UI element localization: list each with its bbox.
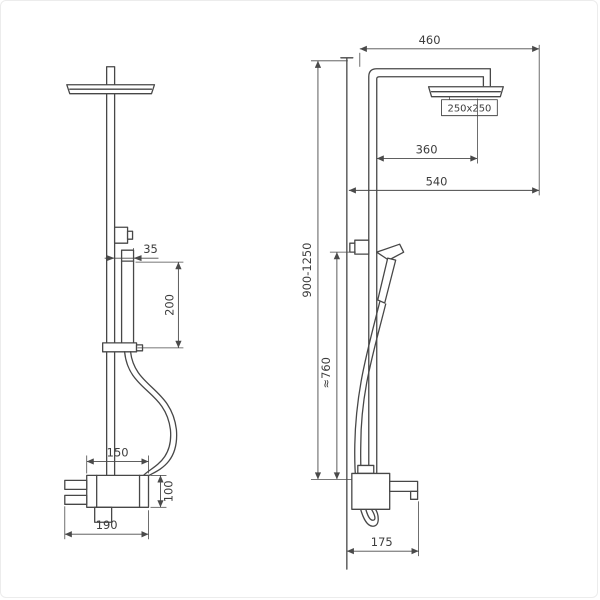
dim-label-360: 360 bbox=[416, 142, 438, 156]
dimension-arm-reach: 460 bbox=[359, 33, 540, 196]
dim-label-250x250: 250x250 bbox=[447, 104, 491, 115]
dim-label-150: 150 bbox=[107, 445, 129, 459]
dimension-mixer-height: 100 bbox=[150, 475, 175, 508]
dimension-handshower-height: ≈760 bbox=[319, 251, 356, 480]
dimension-handshower-offset: 35 bbox=[104, 242, 159, 264]
dimension-column-height: 900-1250 bbox=[300, 60, 352, 480]
dim-label-100: 100 bbox=[161, 480, 175, 502]
dimension-handshower-length: 200 bbox=[135, 261, 184, 349]
dimension-total-depth: 540 bbox=[348, 174, 540, 194]
dimension-head-size: 250x250 bbox=[441, 96, 498, 117]
wall-line bbox=[340, 57, 354, 570]
mixer-side bbox=[351, 464, 419, 510]
side-view: 460 250x250 360 540 900-1250 ≈760 bbox=[300, 33, 540, 570]
shower-head-front bbox=[66, 84, 156, 95]
dim-label-190: 190 bbox=[96, 518, 118, 532]
dimension-head-center-offset: 360 bbox=[376, 98, 478, 164]
dim-label-540: 540 bbox=[426, 174, 448, 188]
dimension-spout-reach: 175 bbox=[346, 501, 420, 557]
hand-shower-front bbox=[120, 249, 135, 353]
dim-label-175: 175 bbox=[371, 535, 393, 549]
dim-label-200: 200 bbox=[162, 294, 176, 316]
shower-head-side bbox=[427, 86, 504, 98]
dimension-mixer-total-width: 190 bbox=[64, 506, 149, 540]
mixer-front bbox=[64, 474, 150, 523]
dimension-mixer-width: 150 bbox=[86, 445, 149, 474]
front-view: 35 200 150 100 190 bbox=[64, 66, 184, 540]
dim-label-760: ≈760 bbox=[319, 357, 333, 388]
shower-hose-front bbox=[123, 351, 178, 478]
dim-label-35: 35 bbox=[143, 242, 158, 256]
shower-column-side bbox=[368, 68, 492, 479]
dim-label-900-1250: 900-1250 bbox=[300, 243, 314, 298]
shower-column-front bbox=[105, 66, 116, 479]
dim-label-460: 460 bbox=[419, 33, 441, 47]
diverter-knob-front bbox=[113, 226, 134, 244]
slider-bracket-front bbox=[102, 342, 144, 353]
hand-shower-side bbox=[376, 243, 405, 304]
